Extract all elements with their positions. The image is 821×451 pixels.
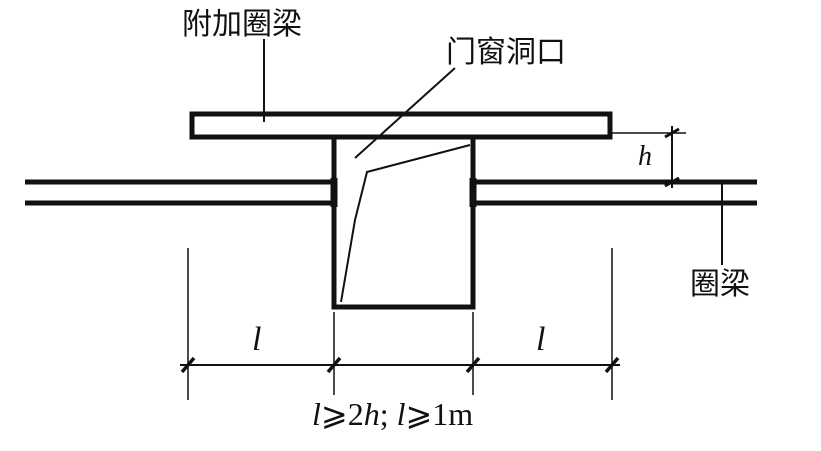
label-ring-beam: 圈梁 xyxy=(690,267,750,302)
ring-beam-right xyxy=(475,179,757,206)
leader-opening xyxy=(354,67,456,159)
formula-geq2: ⩾ xyxy=(405,396,432,432)
formula-one-m: 1m xyxy=(432,396,473,432)
formula-l1: l xyxy=(312,396,321,432)
height-dimension xyxy=(612,126,686,188)
label-additional-ring-beam: 附加圈梁 xyxy=(182,7,302,42)
length-dimension xyxy=(180,248,620,400)
label-height-h: h xyxy=(638,141,652,172)
formula-condition: l⩾2h; l⩾1m xyxy=(312,396,473,432)
additional-ring-beam xyxy=(189,111,613,140)
formula-h: h xyxy=(364,396,380,432)
label-length-right: l xyxy=(536,321,545,358)
label-length-left: l xyxy=(252,321,261,358)
formula-sep: ; xyxy=(380,396,397,432)
door-window-opening xyxy=(331,137,476,310)
label-door-window-opening: 门窗洞口 xyxy=(446,35,566,70)
opening-crack-line xyxy=(340,144,471,303)
formula-geq1: ⩾ xyxy=(321,396,348,432)
ring-beam-left xyxy=(25,179,334,206)
formula-l2: l xyxy=(397,396,406,432)
formula-two: 2 xyxy=(348,396,364,432)
